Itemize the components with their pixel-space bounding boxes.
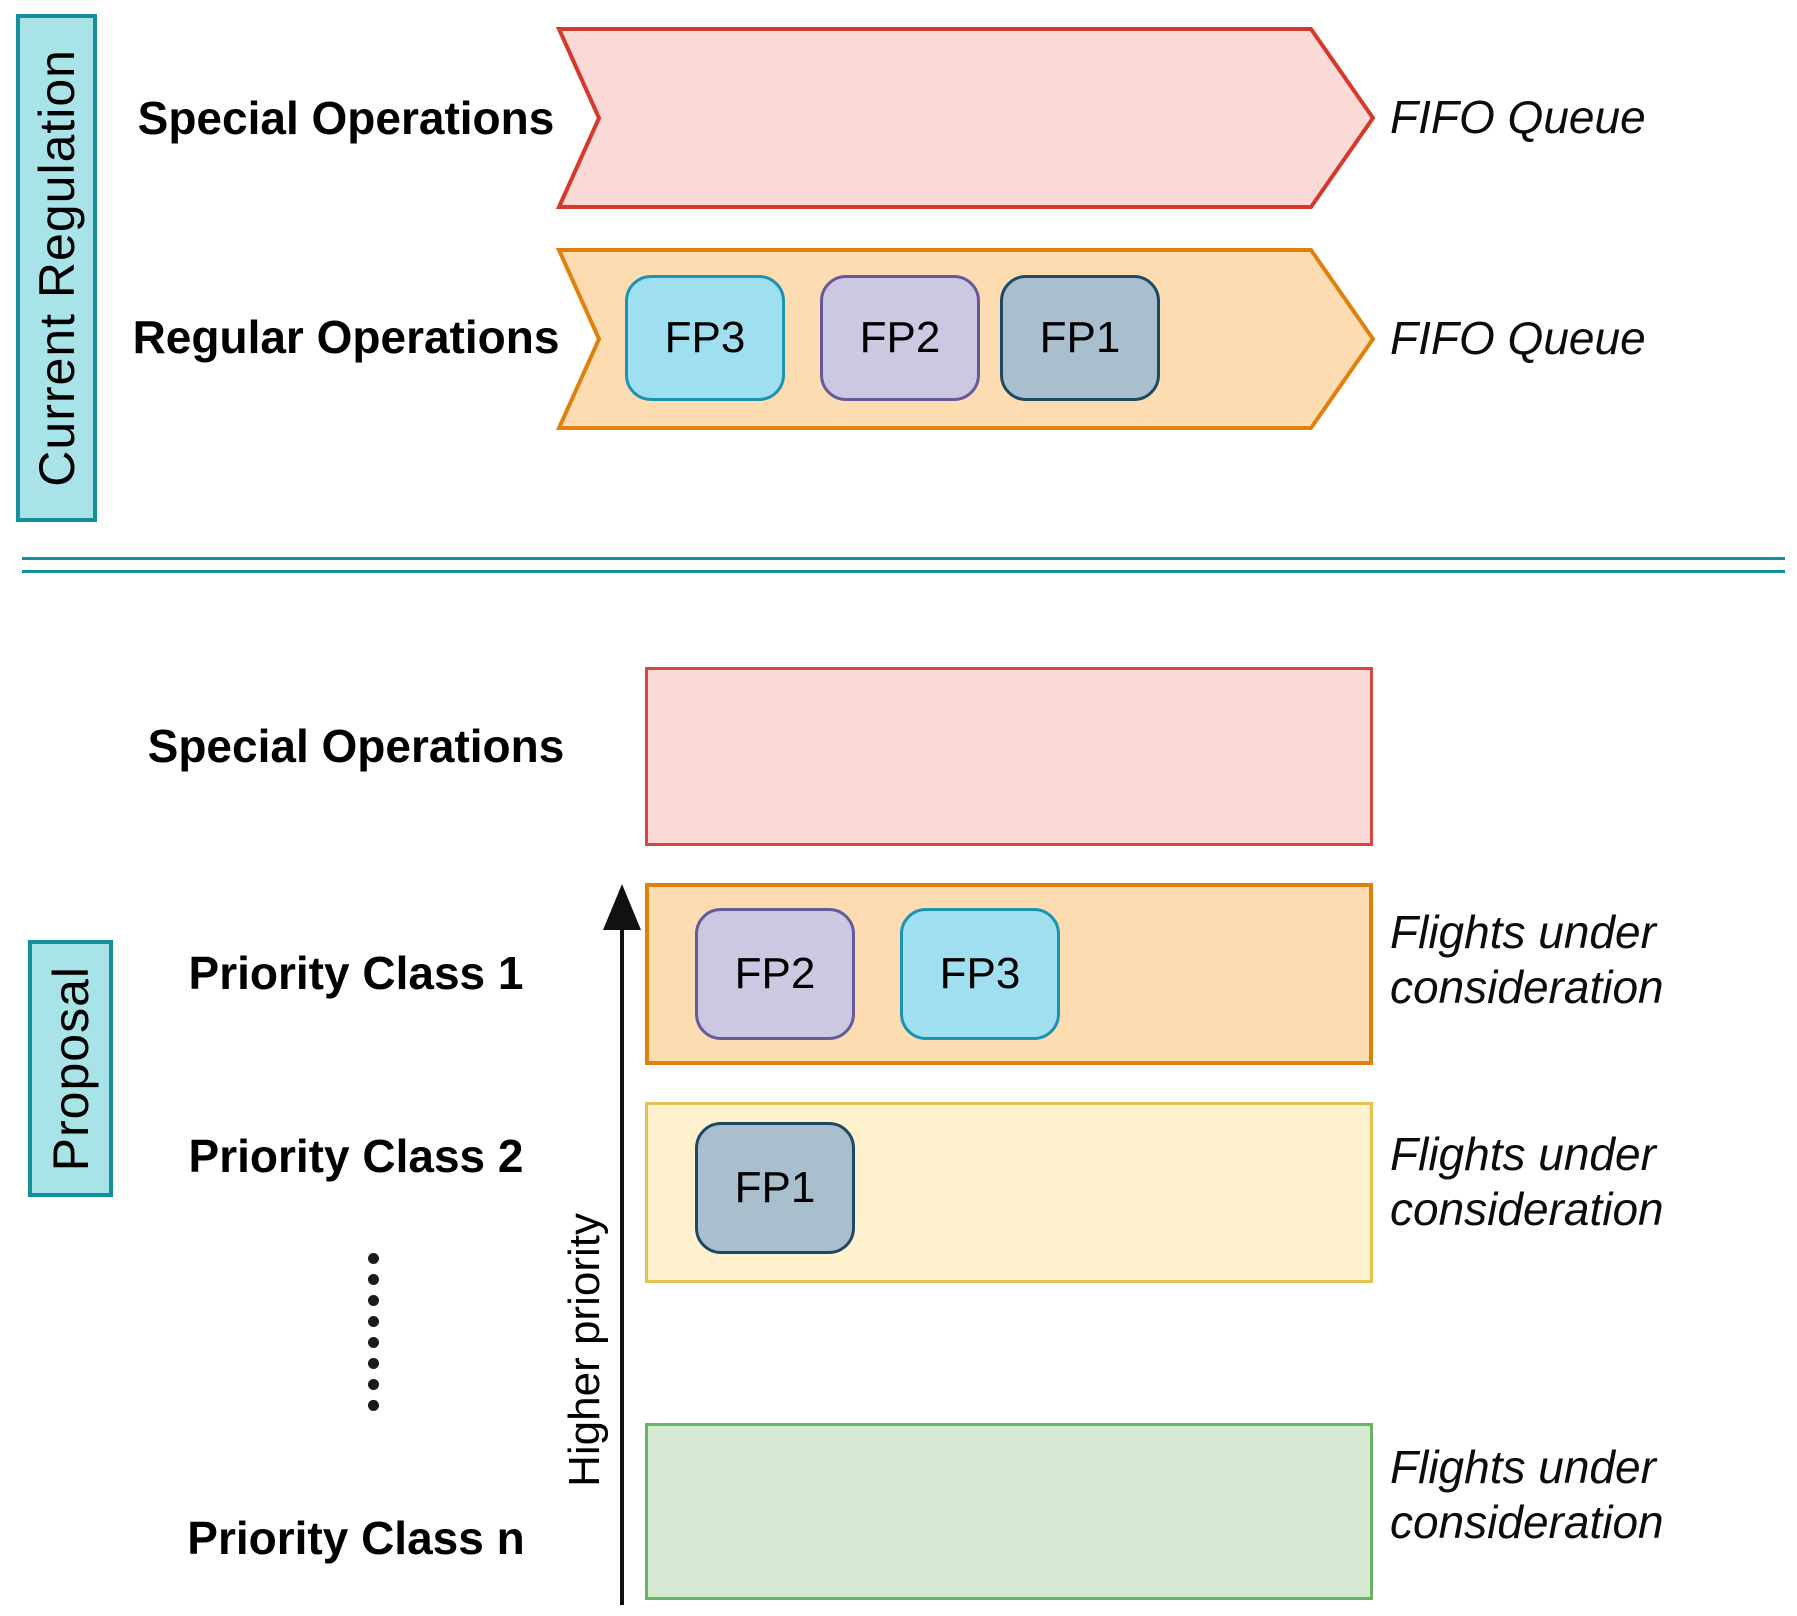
- priority-arrow-line: [620, 924, 624, 1605]
- vertical-ellipsis-icon: [368, 1253, 379, 1411]
- flight-plan-chip-fp1-current: FP1: [1000, 275, 1160, 401]
- fifo-queue-label-special: FIFO Queue: [1390, 91, 1646, 143]
- flights-under-consideration-note-1: Flights under consideration: [1390, 906, 1664, 1014]
- priority-class-1-label: Priority Class 1: [188, 947, 524, 999]
- priority-arrow-head-icon: [603, 884, 641, 930]
- section-divider-line-top: [22, 557, 1785, 560]
- special-operations-fifo-banner: [556, 27, 1376, 209]
- regular-operations-label-current: Regular Operations: [132, 311, 560, 363]
- fifo-queue-label-regular: FIFO Queue: [1390, 312, 1646, 364]
- special-operations-label-proposal: Special Operations: [147, 720, 565, 772]
- flight-plan-chip-fp1-proposal: FP1: [695, 1122, 855, 1254]
- flights-under-consideration-note-3: Flights under consideration: [1390, 1441, 1664, 1549]
- flight-plan-chip-fp2-current: FP2: [820, 275, 980, 401]
- flight-plan-chip-fp3-proposal: FP3: [900, 908, 1060, 1040]
- priority-class-2-label: Priority Class 2: [188, 1130, 524, 1182]
- flights-under-consideration-note-2: Flights under consideration: [1390, 1128, 1664, 1236]
- special-operations-label-current: Special Operations: [137, 92, 555, 144]
- proposal-side-label: Proposal: [28, 940, 113, 1197]
- proposal-side-label-text: Proposal: [42, 965, 99, 1172]
- higher-priority-axis-label-text: Higher priority: [560, 1213, 609, 1487]
- flight-plan-chip-fp3-current: FP3: [625, 275, 785, 401]
- current-regulation-side-label-text: Current Regulation: [28, 49, 85, 487]
- priority-class-n-label: Priority Class n: [187, 1512, 525, 1564]
- priority-class-n-rect: [645, 1423, 1373, 1600]
- section-divider-line-bottom: [22, 570, 1785, 573]
- higher-priority-axis-label: Higher priority: [556, 1195, 614, 1505]
- flight-plan-chip-fp2-proposal: FP2: [695, 908, 855, 1040]
- current-regulation-side-label: Current Regulation: [16, 14, 97, 522]
- special-operations-rect: [645, 667, 1373, 846]
